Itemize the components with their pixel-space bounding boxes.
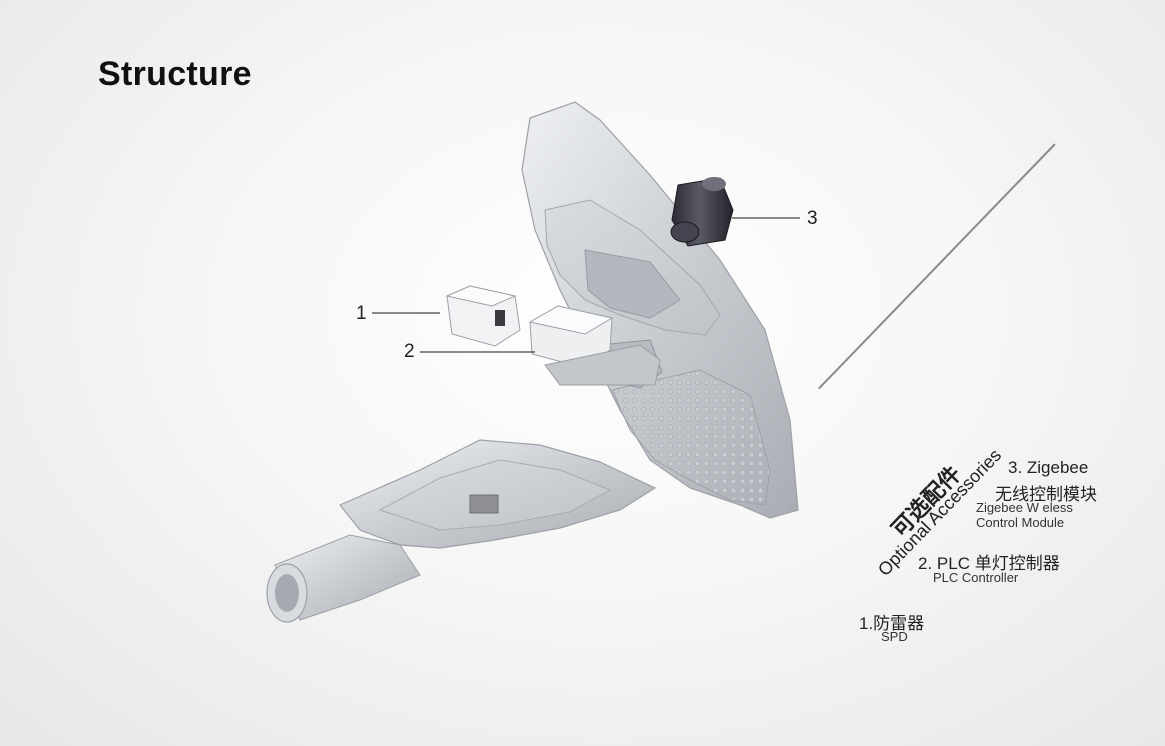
page-title: Structure [98, 55, 252, 93]
accessory-1-name: 1.防雷器 [859, 614, 925, 633]
spd-module [445, 285, 521, 347]
callout-number-1: 1 [356, 303, 367, 324]
accessory-3-name: 3. Zigebee [1008, 458, 1089, 477]
accessory-2-sub: PLC Controller [933, 570, 1019, 585]
callout-number-3: 3 [807, 208, 818, 229]
accessory-1-sub: SPD [881, 629, 908, 644]
accessory-3-sub-line1: Zigebee W eless [976, 500, 1073, 515]
plc-controller [528, 305, 661, 386]
accessory-3-sub-line2: Control Module [976, 515, 1065, 530]
accessory-3-name-cn: 无线控制模块 [995, 485, 1097, 504]
callout-number-2: 2 [404, 341, 415, 362]
lower-housing [266, 439, 657, 623]
accessory-2-name: 2. PLC 单灯控制器 [918, 554, 1060, 573]
zigbee-module [670, 177, 734, 247]
